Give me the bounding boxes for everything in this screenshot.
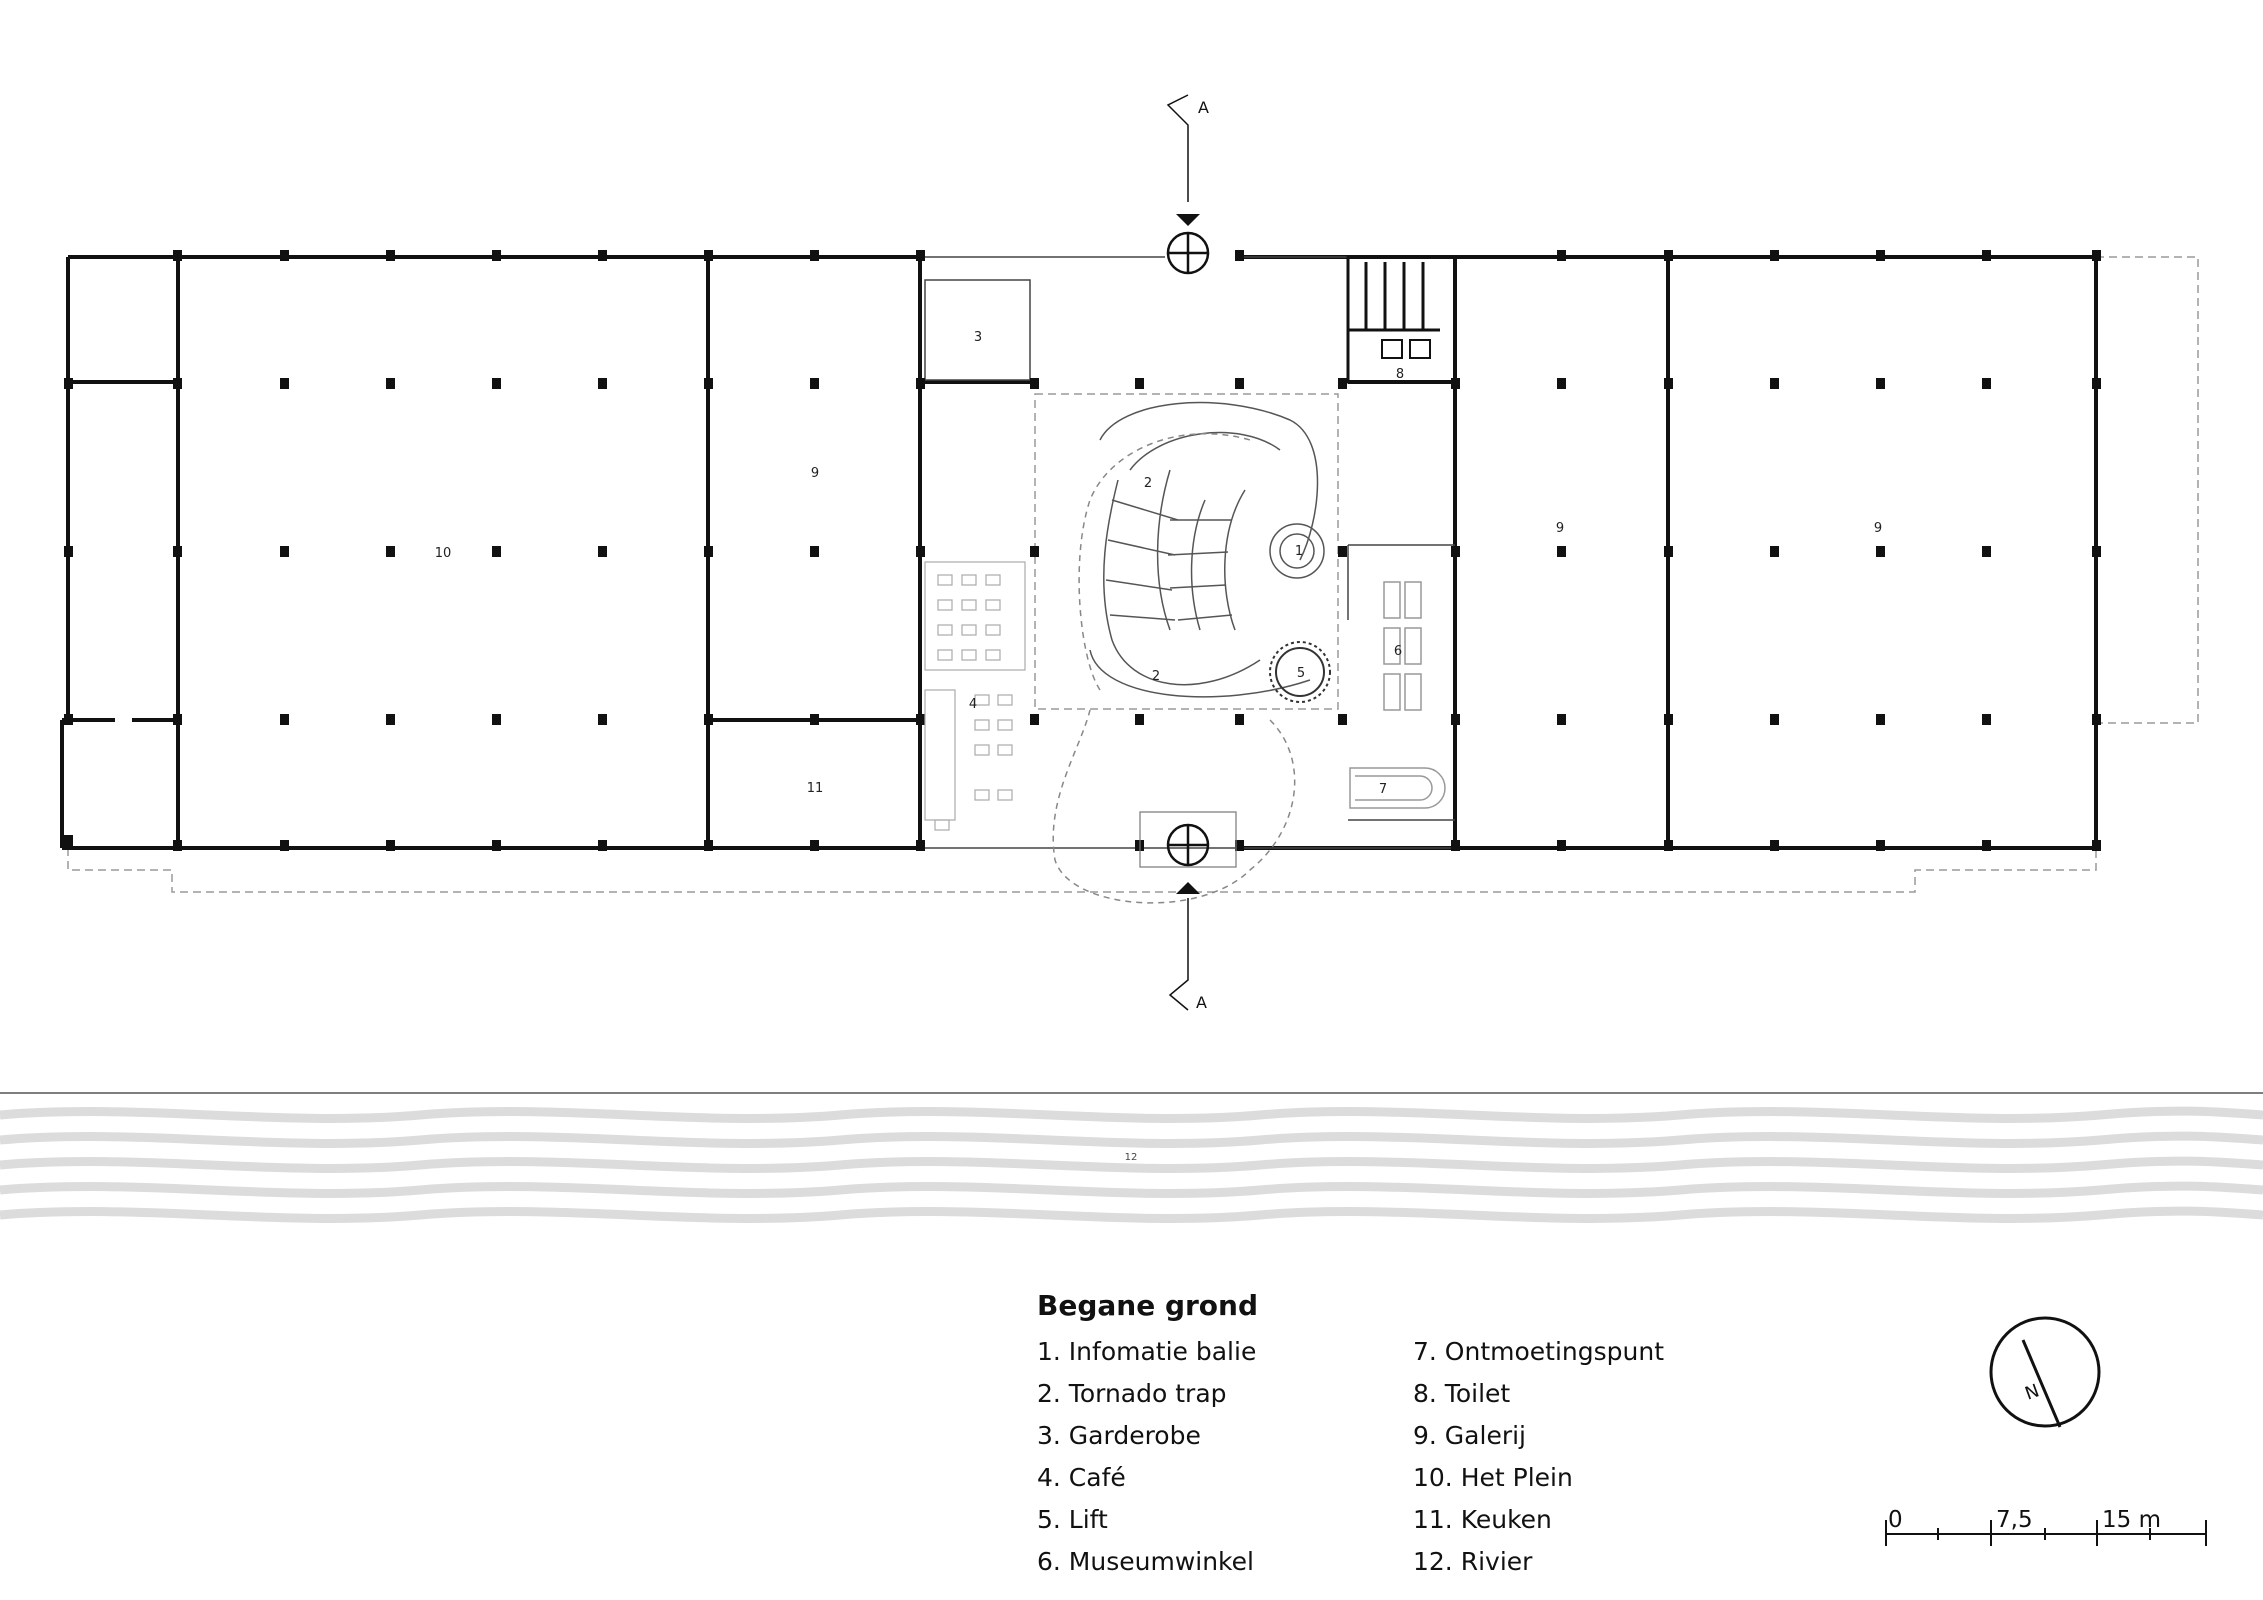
label-stair-bottom: 2 xyxy=(1152,669,1160,684)
canopy-outline xyxy=(67,256,2199,893)
label-gallery-mid: 9 xyxy=(1556,521,1564,536)
entrance-south xyxy=(1139,811,1237,868)
legend-item: 4. Café xyxy=(1037,1463,1126,1492)
label-info: 1 xyxy=(1295,544,1303,559)
legend-item: 12. Rivier xyxy=(1413,1547,1533,1576)
label-plaza: 10 xyxy=(435,546,452,561)
toilet-block xyxy=(1346,255,1457,384)
legend-item: 1. Infomatie balie xyxy=(1037,1337,1257,1366)
scale-label-0: 0 xyxy=(1888,1507,1903,1533)
legend-item: 9. Galerij xyxy=(1413,1421,1526,1450)
tornado-stair xyxy=(1089,401,1319,698)
river xyxy=(0,1092,2263,1223)
legend-item: 3. Garderobe xyxy=(1037,1421,1201,1450)
entrance-north xyxy=(1166,231,1210,275)
label-stair-top: 2 xyxy=(1144,476,1152,491)
info-desk xyxy=(1269,523,1325,579)
building-walls xyxy=(60,255,2098,850)
label-river: 12 xyxy=(1125,1152,1138,1163)
label-gallery-east: 9 xyxy=(1874,521,1882,536)
legend-column-1: 1. Infomatie balie 2. Tornado trap 3. Ga… xyxy=(1037,1335,1256,1587)
north-label: N xyxy=(2022,1380,2042,1404)
legend-item: 8. Toilet xyxy=(1413,1379,1511,1408)
label-shop: 6 xyxy=(1394,644,1402,659)
legend-title: Begane grond xyxy=(1037,1289,1259,1322)
legend-item: 7. Ontmoetingspunt xyxy=(1413,1337,1665,1366)
visitor-route xyxy=(1052,433,1296,904)
label-wardrobe: 3 xyxy=(974,330,982,345)
scale-bar xyxy=(1885,1520,2207,1546)
label-cafe: 4 xyxy=(969,697,977,712)
legend-item: 10. Het Plein xyxy=(1413,1463,1573,1492)
meeting-bench xyxy=(1349,767,1446,809)
thin-walls xyxy=(920,256,1455,849)
north-arrow xyxy=(1989,1316,2101,1428)
legend: Begane grond 1. Infomatie balie 2. Torna… xyxy=(1037,1289,1737,1579)
section-arrows xyxy=(1176,214,1200,894)
section-line xyxy=(1166,94,1189,1011)
shop-displays xyxy=(1383,581,1422,711)
label-meeting: 7 xyxy=(1379,782,1387,797)
scale-label-15: 15 m xyxy=(2102,1507,2161,1533)
label-toilet: 8 xyxy=(1396,367,1404,382)
label-kitchen: 11 xyxy=(807,781,824,796)
legend-item: 2. Tornado trap xyxy=(1037,1379,1227,1408)
label-gallery-west: 9 xyxy=(811,466,819,481)
cafe-tables xyxy=(924,561,1026,831)
scale-label-7-5: 7,5 xyxy=(1996,1507,2033,1533)
section-mark-top: A xyxy=(1198,98,1209,117)
structural-columns xyxy=(64,250,2101,851)
lift-shaft xyxy=(1269,641,1331,703)
legend-item: 6. Museumwinkel xyxy=(1037,1547,1254,1576)
label-lift: 5 xyxy=(1297,666,1305,681)
legend-item: 5. Lift xyxy=(1037,1505,1108,1534)
legend-column-2: 7. Ontmoetingspunt 8. Toilet 9. Galerij … xyxy=(1413,1335,1664,1587)
section-mark-bottom: A xyxy=(1196,993,1207,1012)
legend-item: 11. Keuken xyxy=(1413,1505,1552,1534)
